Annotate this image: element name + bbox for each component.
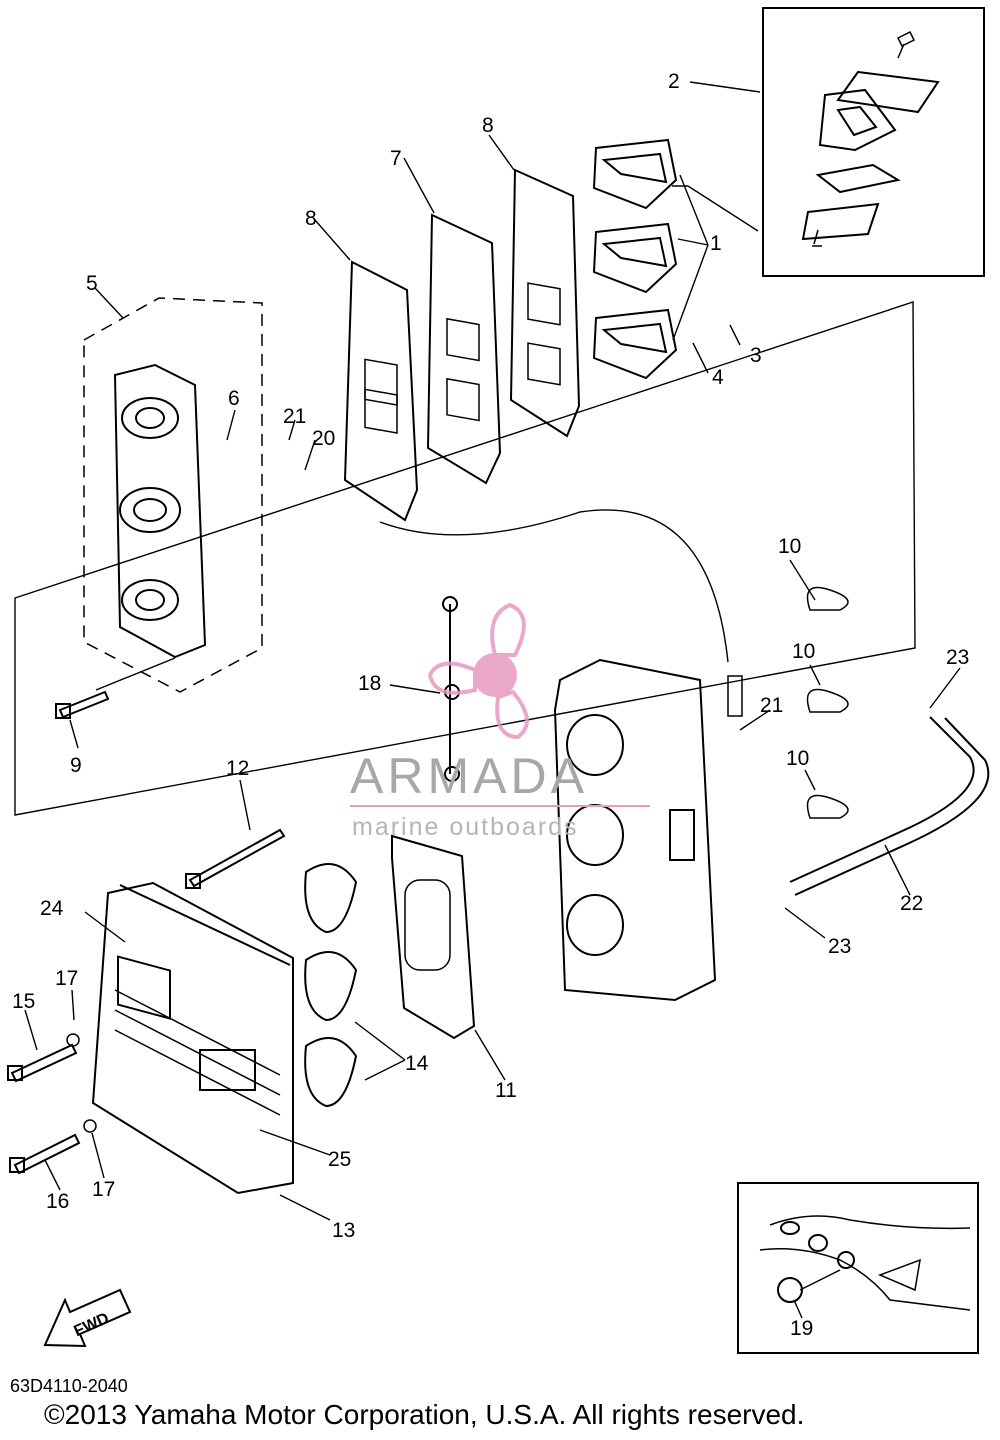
watermark-tagline: marine outboards	[352, 813, 579, 841]
forward-arrow-icon: FWD	[43, 1288, 132, 1348]
callout-21b: 21	[760, 694, 783, 717]
callout-2: 2	[668, 70, 680, 93]
callout-23b: 23	[828, 935, 851, 958]
reed-valve-assemblies	[592, 138, 678, 380]
callout-7: 7	[390, 147, 402, 170]
callout-19: 19	[790, 1317, 813, 1340]
carburetor-assembly	[553, 658, 743, 1002]
callout-labels: 1 2 3 4 5 6 7 8 8 9 10 10 10 11 12 13 14…	[12, 70, 969, 1340]
inset-reed-valve-detail	[762, 7, 985, 277]
callout-10a: 10	[778, 535, 801, 558]
callout-1: 1	[710, 232, 722, 255]
callout-3: 3	[750, 344, 762, 367]
callout-18: 18	[358, 672, 381, 695]
callout-15: 15	[12, 990, 35, 1013]
callout-24: 24	[40, 897, 64, 920]
bolts	[7, 690, 286, 1175]
inset-plug-detail	[737, 1182, 979, 1354]
hose	[789, 586, 990, 896]
callout-12: 12	[226, 757, 249, 780]
callout-17b: 17	[92, 1178, 115, 1201]
callout-25: 25	[328, 1148, 351, 1171]
callout-9: 9	[70, 754, 82, 777]
callout-16: 16	[46, 1190, 69, 1213]
callout-4: 4	[712, 366, 724, 389]
diagram-code: 63D4110-2040	[10, 1376, 128, 1396]
callout-8b: 8	[305, 207, 317, 230]
fwd-label: FWD	[72, 1310, 112, 1340]
callout-5: 5	[86, 272, 98, 295]
callout-10b: 10	[792, 640, 815, 663]
link-rod	[442, 596, 460, 782]
watermark-brand: ARMADA	[350, 748, 588, 804]
callout-14: 14	[405, 1052, 429, 1075]
seals-and-gasket	[304, 834, 476, 1108]
intake-manifold-assembly	[83, 297, 263, 693]
callout-leaders	[24, 81, 961, 1319]
copyright-notice: ©2013 Yamaha Motor Corporation, U.S.A. A…	[44, 1399, 804, 1430]
armada-watermark: ARMADA marine outboards	[350, 602, 650, 841]
silencer-cover	[91, 881, 294, 1195]
callout-10c: 10	[786, 747, 809, 770]
callout-13: 13	[332, 1219, 355, 1242]
callout-21a: 21	[283, 405, 306, 428]
callout-20: 20	[312, 427, 335, 450]
callout-22: 22	[900, 892, 923, 915]
callout-17a: 17	[55, 967, 78, 990]
callout-23a: 23	[946, 646, 969, 669]
gasket-plates	[343, 168, 581, 522]
callout-8a: 8	[482, 114, 494, 137]
propeller-logo	[427, 602, 529, 740]
callout-11: 11	[495, 1079, 517, 1102]
assembly-guide-lines	[14, 301, 916, 816]
callout-6: 6	[228, 387, 240, 410]
